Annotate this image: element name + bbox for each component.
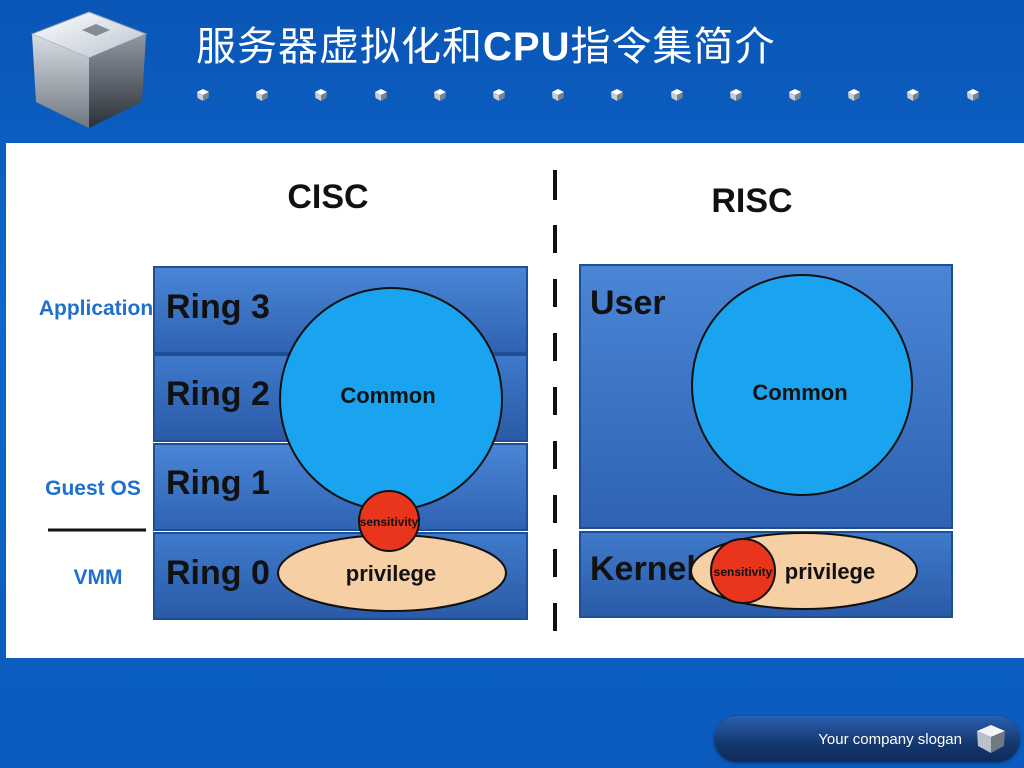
page-title: 服务器虚拟化和CPU指令集简介 <box>196 14 775 72</box>
slogan-cube-icon <box>977 725 1005 753</box>
bullet-cube-icon <box>729 89 742 101</box>
risc-kernel-label: Kernel <box>590 550 696 588</box>
label-application: Application <box>39 297 153 320</box>
cisc-sensitivity-circle <box>358 490 420 552</box>
bullet-cube-icon <box>493 89 505 101</box>
logo-cube-icon <box>30 11 148 128</box>
cisc-risc-diagram: CISC RISC Application Guest OS VMM Ring … <box>39 170 953 631</box>
bullet-cube-icon <box>374 89 387 101</box>
risc-sensitivity-circle <box>710 538 776 604</box>
risc-common-label: Common <box>752 380 847 405</box>
risc-sensitivity-label: sensitivity <box>714 565 773 579</box>
bullet-cube-icon <box>315 89 328 101</box>
slogan-bar: Your company slogan <box>714 716 1020 762</box>
label-guest-os: Guest OS <box>45 477 141 500</box>
bullet-cube-icon <box>848 89 861 101</box>
bullet-cube-icon <box>611 89 624 101</box>
risc-user-label: User <box>590 284 666 322</box>
cisc-heading: CISC <box>287 178 368 216</box>
label-vmm: VMM <box>74 566 123 589</box>
risc-privilege-label: privilege <box>785 559 875 584</box>
bullet-cube-icon <box>907 89 920 101</box>
bullet-cube-icon <box>966 89 979 101</box>
title-suffix: 指令集简介 <box>570 25 776 69</box>
cisc-privilege-label: privilege <box>346 561 436 586</box>
cisc-sensitivity-label: sensitivity <box>360 515 419 529</box>
bullet-cube-icon <box>433 89 446 101</box>
risc-heading: RISC <box>711 182 792 220</box>
cisc-ring2-label: Ring 2 <box>166 375 270 413</box>
cisc-ring3-label: Ring 3 <box>166 288 270 326</box>
bullet-cube-icon <box>670 89 683 101</box>
title-prefix: 服务器虚拟化和 <box>196 25 483 69</box>
cisc-ring0-label: Ring 0 <box>166 554 270 592</box>
cisc-common-label: Common <box>340 383 435 408</box>
slogan-text: Your company slogan <box>818 731 962 748</box>
risc-common-circle <box>691 274 913 496</box>
bullet-cube-icon <box>552 89 565 101</box>
diagram-panel: CISC RISC Application Guest OS VMM Ring … <box>6 143 1024 658</box>
bullet-cube-icon <box>197 89 209 101</box>
title-bold: CPU <box>483 25 571 69</box>
decorative-dots-row <box>196 88 986 104</box>
cisc-ring1-label: Ring 1 <box>166 464 270 502</box>
bullet-cube-icon <box>256 89 269 101</box>
bullet-cube-icon <box>789 89 801 101</box>
